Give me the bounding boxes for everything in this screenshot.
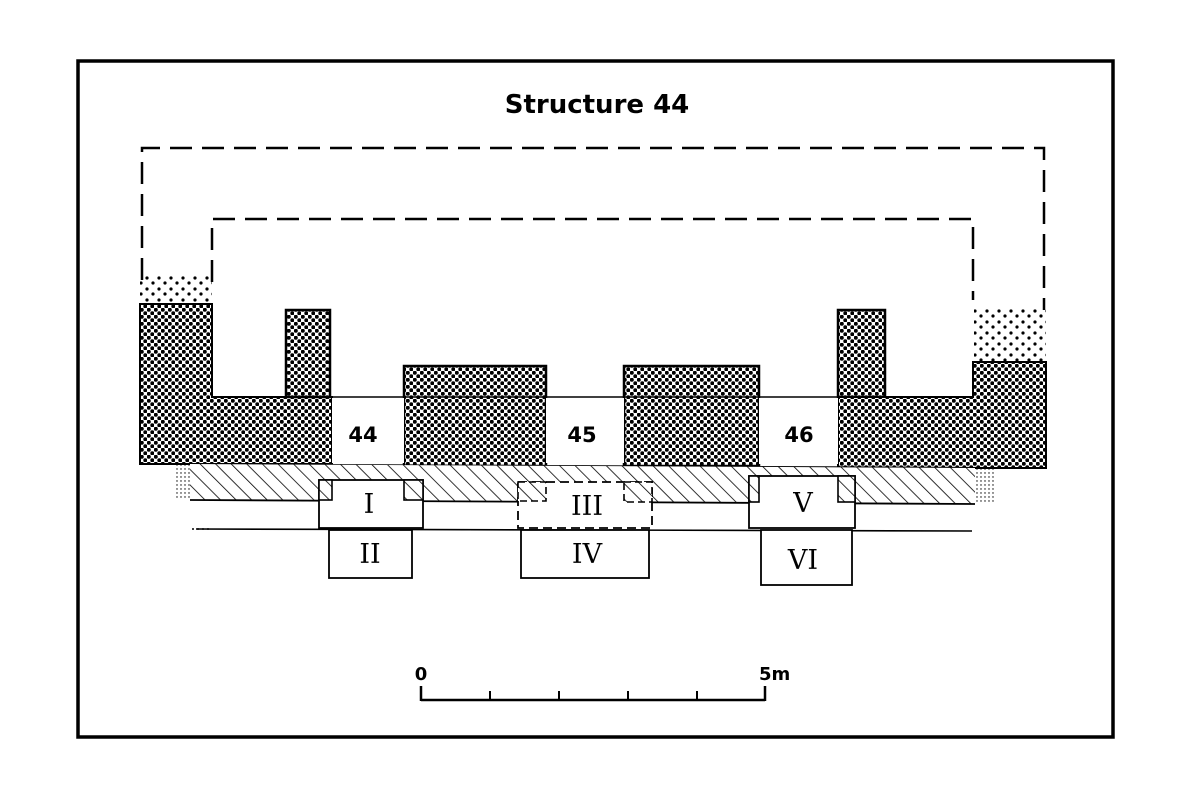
scale-label-start: 0 [415,664,428,685]
foundation-overlap-46-right [837,475,856,503]
foundation-overlap-44-right [403,479,424,501]
debris-area-left [140,274,212,304]
reconstructed-inner-wall [210,217,975,300]
trench-label-vi: VI [787,545,818,576]
scale-bar [419,686,767,702]
trench-label-v: V [792,488,813,519]
trench-label-i: I [364,489,375,520]
wall-block-center-right [622,364,761,468]
foundation-overlap-45-left [517,481,547,502]
trench-label-ii: II [359,539,380,570]
foundation-overlap-44-left [318,479,333,501]
foundation-overlap-46-left [748,475,760,503]
trench-vi [760,529,853,586]
foundation-stipple-right [974,468,996,504]
drawing-frame [76,59,1115,739]
room-label-45: 45 [567,423,596,447]
scale-label-end: 5m [759,664,790,685]
room-cell-46 [759,398,838,464]
room-cell-45 [546,398,624,463]
reconstructed-outer-wall [140,146,1046,310]
pillar-right [836,308,887,399]
foundation-stipple-left [176,465,192,499]
room-cell-44 [332,398,404,463]
trench-iv [520,529,650,579]
trench-label-iii: III [571,491,603,522]
trench-label-iv: IV [572,539,603,570]
wall-block-center-left [402,364,548,468]
trench-ii [328,529,413,579]
diagram-title: Structure 44 [505,90,690,120]
pillar-left [284,308,332,399]
room-label-44: 44 [348,423,377,447]
room-label-46: 46 [784,423,813,447]
debris-area-right [974,308,1046,364]
foundation-overlap-45-right [623,481,653,503]
